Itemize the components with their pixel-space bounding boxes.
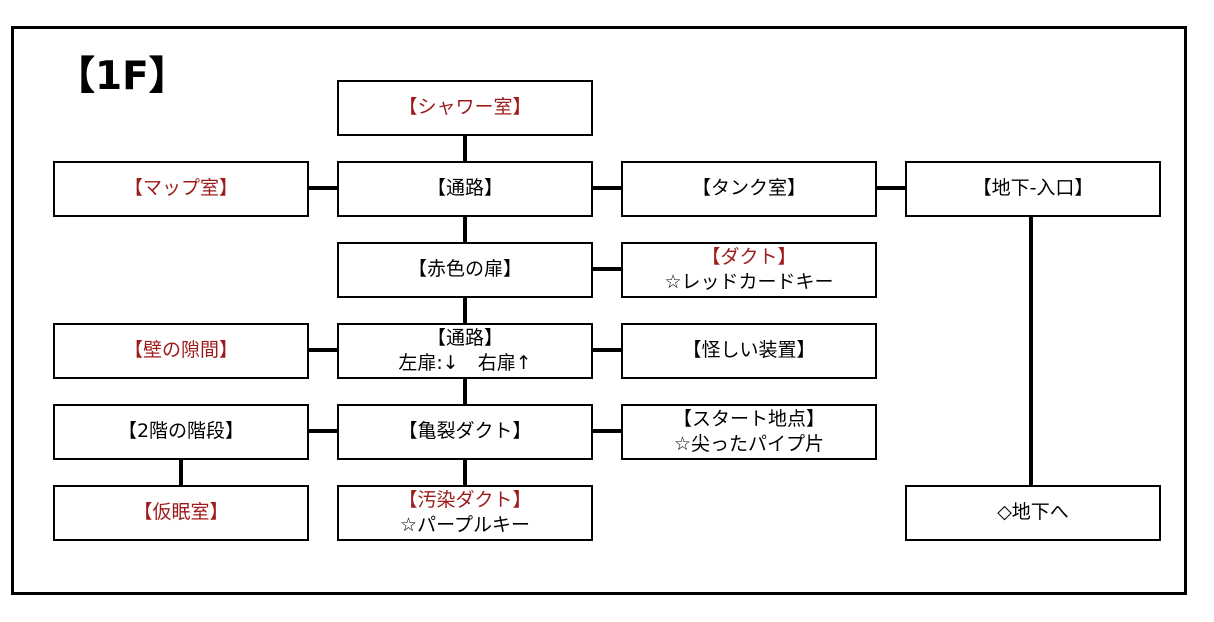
node-label-primary: 【シャワー室】 [398,96,532,119]
connector-corridor1-reddoor [463,216,467,243]
node-basement-entrance[interactable]: 【地下-入口】 [905,161,1161,217]
node-shower-room[interactable]: 【シャワー室】 [337,80,593,136]
node-stairs-to-2f[interactable]: 【2階の階段】 [53,404,309,460]
connector-corridor2-crackduct [463,378,467,405]
node-nap-room[interactable]: 【仮眠室】 [53,485,309,541]
connector-crackduct-dirtyduct [463,459,467,486]
connector-reddoor-corridor2 [463,297,467,324]
node-label-primary: 【タンク室】 [691,177,806,200]
node-to-basement[interactable]: ◇地下へ [905,485,1161,541]
node-label-primary: 【仮眠室】 [133,501,229,524]
node-label-item: ☆パープルキー [400,513,530,536]
connector-reddoor-duct [592,267,622,271]
connector-tankroom-b1entrance [876,186,906,190]
node-label-primary: 【通路】 [426,327,503,350]
connector-shower-corridor1 [463,136,467,161]
node-dirty-duct[interactable]: 【汚染ダクト】 ☆パープルキー [337,485,593,541]
connector-corridor1-tankroom [592,186,622,190]
connector-wallgap-corridor2 [309,348,338,352]
connector-stairs2f-crackduct [309,429,338,433]
connector-maproom-corridor1 [309,186,338,190]
node-tank-room[interactable]: 【タンク室】 [621,161,877,217]
node-red-door[interactable]: 【赤色の扉】 [337,242,593,298]
connector-crackduct-startpoint [592,429,622,433]
node-label-primary: 【壁の隙間】 [123,339,238,362]
node-label-primary: 【ダクト】 [701,246,797,269]
node-label-primary: ◇地下へ [997,501,1069,524]
connector-b1entrance-tobasement [1029,216,1033,486]
node-label-primary: 【怪しい装置】 [682,339,816,362]
node-label-doors: 左扉:↓ 右扉↑ [398,351,532,374]
node-start-point[interactable]: 【スタート地点】 ☆尖ったパイプ片 [621,404,877,460]
node-label-primary: 【2階の階段】 [117,420,245,443]
node-label-primary: 【スタート地点】 [672,408,825,431]
node-label-primary: 【汚染ダクト】 [398,489,532,512]
node-duct[interactable]: 【ダクト】 ☆レッドカードキー [621,242,877,298]
node-crack-duct[interactable]: 【亀裂ダクト】 [337,404,593,460]
node-corridor-2[interactable]: 【通路】 左扉:↓ 右扉↑ [337,323,593,379]
connector-stairs2f-naproom [179,459,183,486]
node-label-primary: 【マップ室】 [123,177,238,200]
node-label-primary: 【亀裂ダクト】 [398,420,532,443]
connector-corridor2-odddevice [592,348,622,352]
node-label-item: ☆尖ったパイプ片 [673,432,825,455]
node-label-primary: 【通路】 [426,177,503,200]
node-wall-gap[interactable]: 【壁の隙間】 [53,323,309,379]
node-label-item: ☆レッドカードキー [664,270,834,293]
node-map-room[interactable]: 【マップ室】 [53,161,309,217]
node-odd-device[interactable]: 【怪しい装置】 [621,323,877,379]
node-label-primary: 【赤色の扉】 [407,258,522,281]
node-corridor-1[interactable]: 【通路】 [337,161,593,217]
page-title: 【1F】 [56,54,188,99]
node-label-primary: 【地下-入口】 [972,177,1094,200]
